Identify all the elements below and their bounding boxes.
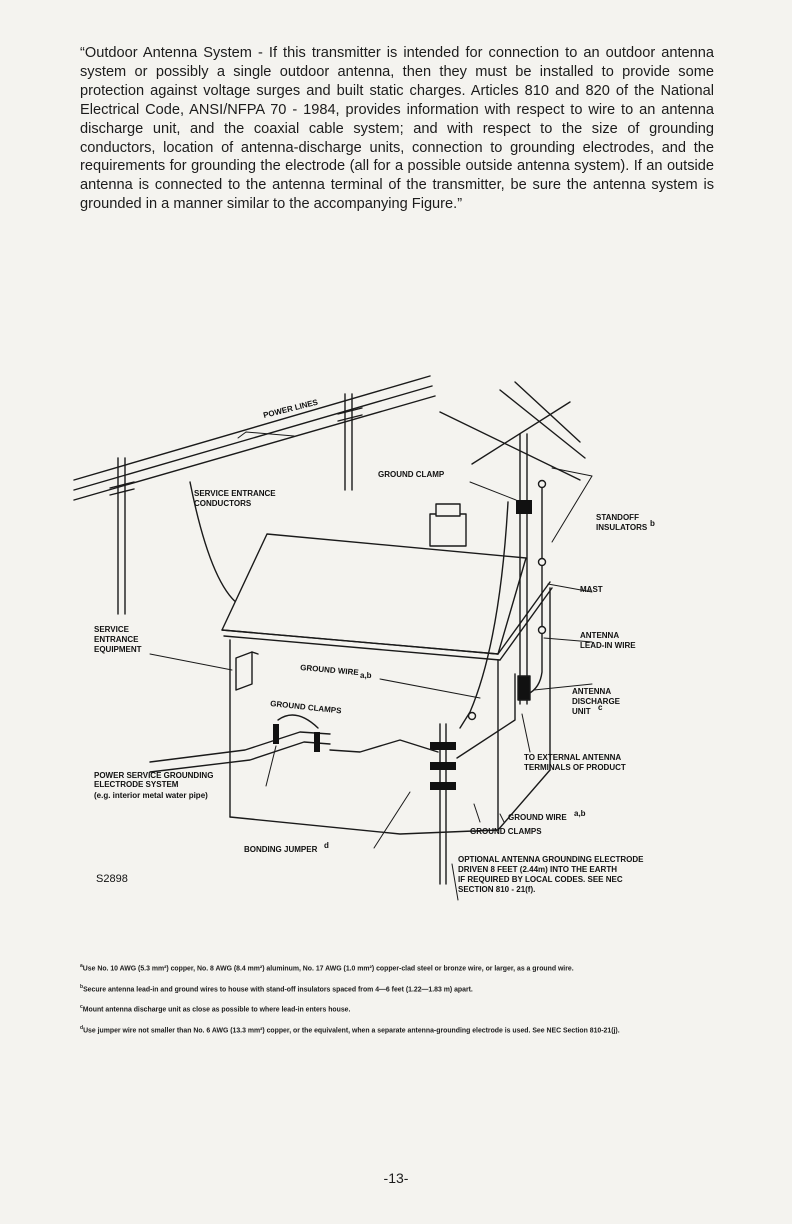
- label-optional-4: SECTION 810 - 21(f).: [458, 885, 535, 894]
- label-electrode-system-1: POWER SERVICE GROUNDING: [94, 771, 213, 780]
- label-electrode-system-2: ELECTRODE SYSTEM: [94, 780, 179, 789]
- label-bonding-jumper: BONDING JUMPER: [244, 845, 318, 854]
- footnotes: aUse No. 10 AWG (5.3 mm²) copper, No. 8 …: [80, 962, 720, 1044]
- label-ground-clamp: GROUND CLAMP: [378, 470, 445, 479]
- antenna-grounding-figure: POWER LINES GROUND CLAMP SERVICE ENTRANC…: [60, 352, 760, 932]
- label-ground-wire-lower: GROUND WIRE: [508, 813, 567, 822]
- antenna-discharge-unit: [517, 675, 531, 701]
- page-number: -13-: [383, 1170, 409, 1186]
- antenna-elements: [439, 381, 586, 481]
- label-service-equipment-2: ENTRANCE: [94, 635, 139, 644]
- label-ground-wire-roof: GROUND WIRE: [300, 663, 360, 677]
- standoff-insulators: [467, 479, 547, 721]
- label-ground-wire-lower-mark: a,b: [574, 809, 586, 818]
- antenna-mast: [519, 433, 528, 705]
- label-mast: MAST: [580, 585, 603, 594]
- utility-pole-right: [337, 393, 363, 491]
- label-standoff-2: INSULATORS: [596, 523, 648, 532]
- ground-clamps-on-pipe: [273, 724, 320, 752]
- footnote-b: bSecure antenna lead-in and ground wires…: [80, 983, 473, 993]
- bonding-jumper-wire: [329, 739, 439, 753]
- label-external-1: TO EXTERNAL ANTENNA: [524, 753, 621, 762]
- label-service-equipment-3: EQUIPMENT: [94, 645, 142, 654]
- label-electrode-system-3: (e.g. interior metal water pipe): [94, 791, 208, 800]
- label-optional-2: DRIVEN 8 FEET (2.44m) INTO THE EARTH: [458, 865, 617, 874]
- mast-ground-clamp: [516, 500, 532, 514]
- label-optional-1: OPTIONAL ANTENNA GROUNDING ELECTRODE: [458, 855, 644, 864]
- utility-pole-left: [109, 457, 135, 615]
- label-optional-3: IF REQUIRED BY LOCAL CODES. SEE NEC: [458, 875, 623, 884]
- label-discharge-3: UNIT: [572, 707, 591, 716]
- service-drop-wire: [189, 481, 239, 605]
- footnote-c: cMount antenna discharge unit as close a…: [80, 1004, 351, 1014]
- label-ground-clamps-left: GROUND CLAMPS: [270, 699, 343, 715]
- footnote-a: aUse No. 10 AWG (5.3 mm²) copper, No. 8 …: [80, 963, 574, 973]
- intro-paragraph: “Outdoor Antenna System - If this transm…: [80, 45, 714, 213]
- power-lines-drawing: [73, 375, 436, 501]
- house-roof: [221, 533, 553, 661]
- rod-ground-clamps: [430, 742, 456, 790]
- water-pipe: [149, 731, 331, 773]
- label-discharge-2: DISCHARGE: [572, 697, 621, 706]
- antenna-grounding-diagram: POWER LINES GROUND CLAMP SERVICE ENTRANC…: [73, 375, 655, 901]
- label-discharge-mark: c: [598, 703, 603, 712]
- label-ground-wire-roof-mark: a,b: [360, 671, 372, 680]
- ground-clamps-connector: [277, 714, 319, 729]
- label-discharge-1: ANTENNA: [572, 687, 611, 696]
- label-service-entrance-conductors-1: SERVICE ENTRANCE: [194, 489, 276, 498]
- figure-number: S2898: [96, 873, 128, 885]
- label-service-entrance-conductors-2: CONDUCTORS: [194, 499, 252, 508]
- label-external-2: TERMINALS OF PRODUCT: [524, 763, 626, 772]
- footnote-d: dUse jumper wire not smaller than No. 6 …: [80, 1024, 620, 1034]
- label-service-equipment-1: SERVICE: [94, 625, 130, 634]
- label-standoff-1: STANDOFF: [596, 513, 639, 522]
- service-entrance-box: [235, 651, 259, 691]
- label-lead-in-1: ANTENNA: [580, 631, 619, 640]
- ground-wire-lower: [456, 673, 516, 759]
- label-standoff-mark: b: [650, 519, 655, 528]
- label-bonding-jumper-mark: d: [324, 841, 329, 850]
- label-ground-clamps-lower: GROUND CLAMPS: [470, 827, 542, 836]
- ground-wire-roof: [459, 501, 509, 729]
- chimney: [429, 503, 467, 547]
- label-lead-in-2: LEAD-IN WIRE: [580, 641, 636, 650]
- grounding-rod: [439, 723, 447, 885]
